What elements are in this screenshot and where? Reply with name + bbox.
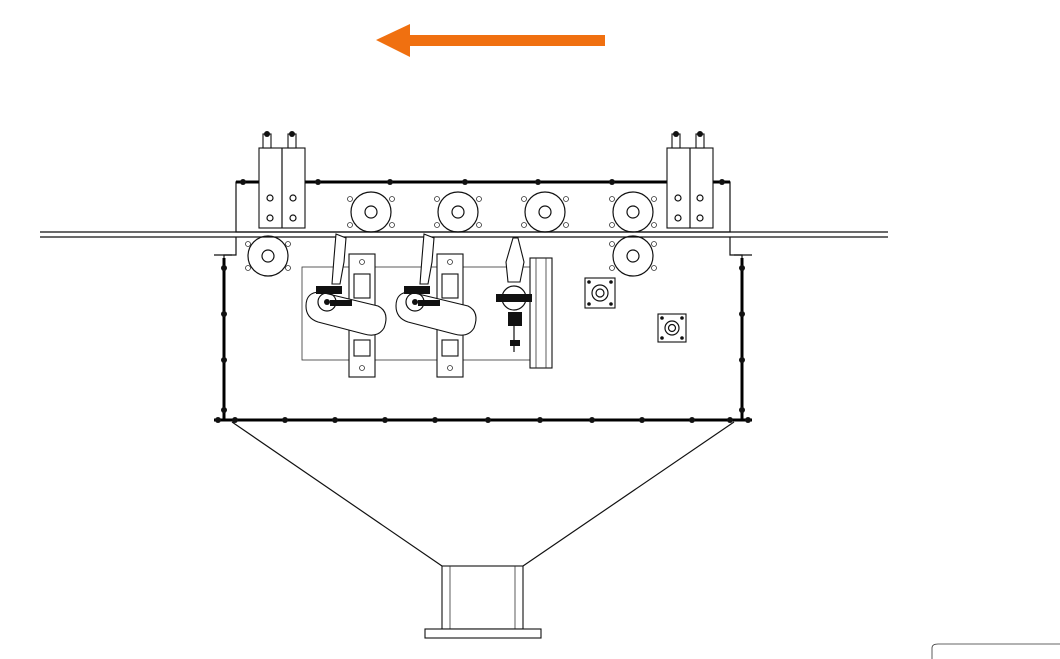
lower-roller-left — [245, 235, 291, 277]
conveyor-rail — [40, 231, 888, 238]
corner-fragment — [931, 643, 1060, 659]
lower-roller-right — [609, 235, 657, 277]
upper-roller-3 — [521, 191, 569, 233]
lever-clamp-1 — [305, 233, 387, 378]
lever-clamp-2 — [395, 233, 477, 378]
direction-arrow-icon — [376, 24, 605, 57]
lower-machine-box — [214, 237, 752, 423]
upper-roller-1 — [347, 191, 395, 233]
upper-roller-2 — [434, 191, 482, 233]
discharge-hopper — [231, 421, 735, 639]
clamp-bracket-left — [258, 131, 306, 229]
upper-roller-4 — [609, 191, 657, 233]
sensor-block-1 — [584, 277, 616, 309]
sensor-block-2 — [657, 313, 687, 343]
clamp-bracket-right — [666, 131, 714, 229]
actuator-assembly — [496, 237, 553, 369]
upper-housing-plate — [235, 179, 731, 233]
